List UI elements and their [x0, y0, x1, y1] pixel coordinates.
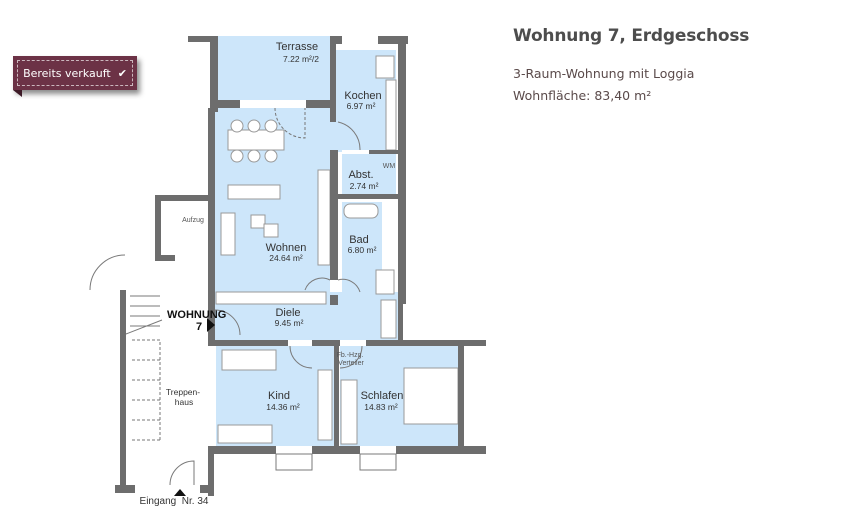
listing-type: 3-Raum-Wohnung mit Loggia — [513, 66, 695, 81]
treppenhaus-label-2: haus — [175, 397, 193, 407]
doors — [89, 107, 397, 496]
treppenhaus-label: Treppen- — [166, 387, 200, 397]
walls — [115, 36, 486, 496]
room-label-schlafen: Schlafen — [361, 390, 404, 402]
check-icon: ✔ — [117, 66, 127, 80]
verteiler-label-2: Verteiler — [338, 360, 364, 367]
room-area-kind: 14.36 m² — [266, 402, 300, 412]
room-area-terrasse: 7.22 m²/2 — [283, 54, 319, 64]
room-area-abst: 2.74 m² — [350, 181, 379, 191]
furniture — [215, 55, 459, 445]
entrance-label: Eingang Nr. 34 — [140, 496, 209, 507]
listing-title: Wohnung 7, Erdgeschoss — [513, 26, 750, 46]
room-label-bad: Bad — [349, 234, 369, 246]
room-abstellraum — [342, 154, 396, 196]
room-area-schlafen: 14.83 m² — [364, 402, 398, 412]
listing-area: Wohnfläche: 83,40 m² — [513, 88, 652, 103]
unit-label: WOHNUNG — [167, 309, 226, 321]
sold-badge-label: Bereits verkauft — [23, 66, 111, 80]
verteiler-label: Fb.-Hzg. — [337, 352, 364, 359]
room-area-diele: 9.45 m² — [275, 318, 304, 328]
room-area-bad: 6.80 m² — [348, 245, 377, 255]
room-label-wohnen: Wohnen — [266, 242, 307, 254]
ribbon-fold — [13, 90, 22, 97]
unit-entrance-marker — [207, 318, 215, 332]
building-entrance-marker — [174, 489, 186, 496]
aufzug-label: Aufzug — [182, 217, 204, 224]
wm-label: WM — [383, 163, 396, 170]
sold-badge[interactable]: Bereits verkauft ✔ — [13, 56, 137, 97]
room-terrasse — [218, 36, 330, 100]
unit-number: 7 — [196, 321, 202, 333]
room-area-kochen: 6.97 m² — [347, 101, 376, 111]
listing-info: Wohnung 7, Erdgeschoss 3-Raum-Wohnung mi… — [513, 26, 749, 107]
room-label-kind: Kind — [268, 390, 290, 402]
room-label-diele: Diele — [275, 307, 300, 319]
room-label-terrasse: Terrasse — [276, 41, 318, 53]
room-label-kochen: Kochen — [344, 90, 381, 102]
room-area-wohnen: 24.64 m² — [269, 253, 303, 263]
room-label-abst: Abst. — [348, 169, 373, 181]
